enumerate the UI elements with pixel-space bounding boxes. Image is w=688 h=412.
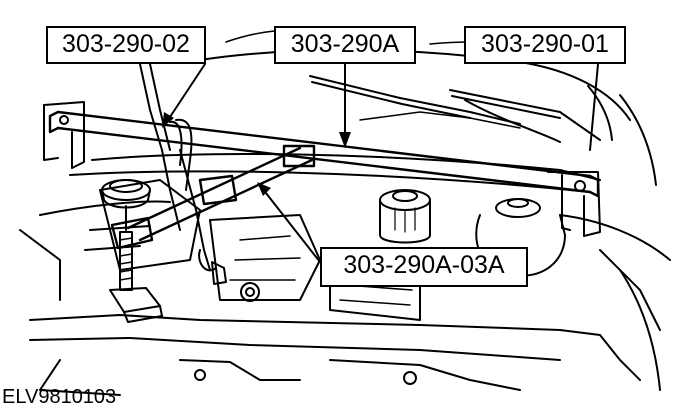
windshield-wiper [309,75,601,143]
beam-end-bracket-right [547,171,601,237]
arrow-303-290A [339,132,351,148]
leader-303-290-01 [589,63,599,151]
coolant-reservoir [379,189,431,244]
callout-303-290A: 303-290A [274,26,416,64]
callout-303-290A-03A: 303-290A-03A [320,247,528,287]
callout-303-290-02: 303-290-02 [46,26,206,64]
arrow-303-290-02 [162,112,174,128]
leader-303-290A-03A [261,187,321,263]
arrow-303-290A-03A [257,182,271,196]
leader-lines [167,63,599,263]
leader-303-290-02 [167,63,206,121]
callout-303-290-01: 303-290-01 [464,26,626,64]
beam-end-bracket-left [43,101,85,169]
radiator-support [29,314,641,396]
lifting-chain-303-290-02 [139,63,227,285]
figure-id-label: ELV9810103 [2,386,117,408]
screw-jack [101,179,163,323]
cross-member-303-290A-03A [110,144,316,250]
leader-arrowheads [162,112,351,196]
